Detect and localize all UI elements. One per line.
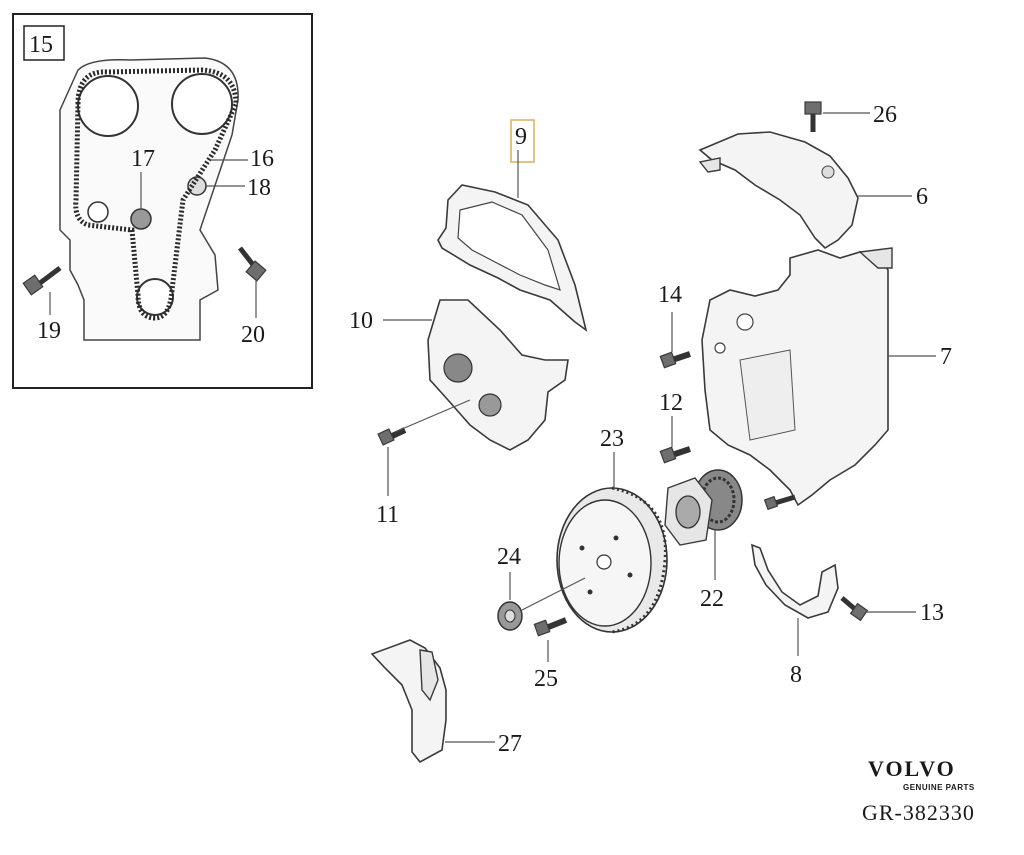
label-24: 24 [497, 544, 521, 570]
bolt-11: 11 [376, 399, 471, 528]
label-8: 8 [790, 662, 802, 688]
volvo-branding: VOLVO GENUINE PARTS GR-382330 [862, 756, 975, 825]
part-24-washer-nut: 24 [497, 544, 586, 631]
label-17: 17 [131, 146, 155, 172]
bolt-12: 12 [659, 390, 691, 464]
part-7-rear-plate: 7 [701, 247, 952, 507]
idler-small [87, 201, 109, 223]
inset-number-15: 15 [29, 32, 53, 58]
bolt-rear-plate [763, 494, 796, 511]
part-10-inner-cover: 10 [349, 299, 569, 451]
bolt-20 [238, 246, 267, 282]
camshaft-pulley-left [77, 75, 139, 137]
bolt-14: 14 [658, 282, 691, 369]
genuine-parts-text: GENUINE PARTS [903, 783, 975, 792]
label-19: 19 [37, 318, 61, 344]
part-6-top-cover: 6 [698, 131, 928, 250]
crank-pulley [136, 278, 174, 316]
part-8-lower-cover: 8 [751, 543, 839, 688]
label-16: 16 [250, 146, 274, 172]
label-23: 23 [600, 426, 624, 452]
label-22: 22 [700, 586, 724, 612]
highlight-box-9 [510, 119, 535, 163]
label-6: 6 [916, 184, 928, 210]
tensioner-roller [130, 208, 152, 230]
diagram-code: GR-382330 [862, 800, 975, 825]
label-9: 9 [515, 124, 527, 150]
label-20: 20 [241, 322, 265, 348]
part-22-crankshaft-gear: 22 [664, 469, 743, 612]
part-25-bolt: 25 [533, 617, 568, 692]
label-11: 11 [376, 502, 399, 528]
label-25: 25 [534, 666, 558, 692]
bolt-13: 13 [840, 596, 944, 626]
volvo-logo-text: VOLVO [868, 756, 956, 781]
camshaft-pulley-right [171, 73, 233, 135]
bolt-26: 26 [804, 101, 897, 132]
label-13: 13 [920, 600, 944, 626]
label-7: 7 [940, 344, 952, 370]
label-10: 10 [349, 308, 373, 334]
part-27-bracket: 27 [370, 639, 522, 764]
inset-belt-routing: 15 17 16 18 19 20 [12, 13, 313, 389]
part-23-crankshaft-pulley: 23 [556, 426, 668, 634]
label-18: 18 [247, 175, 271, 201]
label-14: 14 [658, 282, 682, 308]
label-26: 26 [873, 102, 897, 128]
label-12: 12 [659, 390, 683, 416]
bolt-19 [22, 266, 62, 296]
label-27: 27 [498, 731, 522, 757]
part-9-upper-cover: 9 [437, 119, 588, 332]
